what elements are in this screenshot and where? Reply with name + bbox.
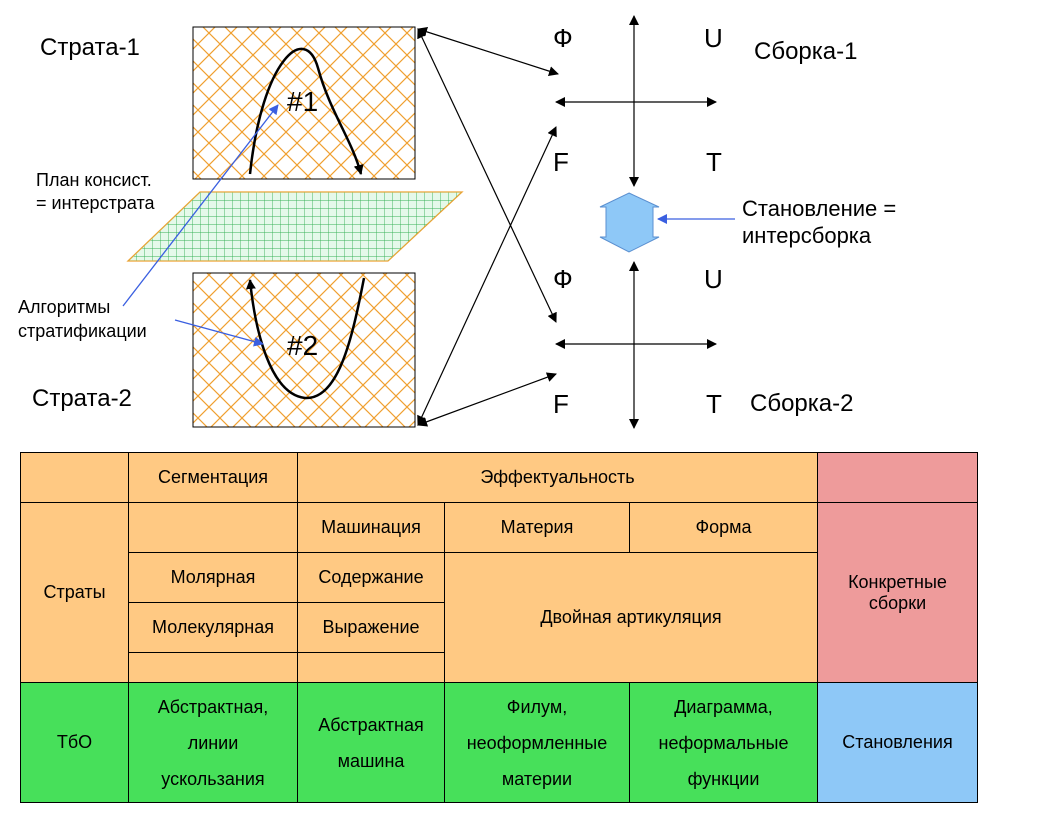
cell-pink-top: [817, 452, 978, 503]
becoming-arrow-icon: [599, 192, 660, 253]
cell-abstract-lines: Абстрактная, линии ускользания: [128, 682, 298, 803]
strata-2-label: Страта-2: [32, 385, 132, 412]
upper-phi: Ф: [553, 23, 573, 53]
algo-label-line2: стратификации: [18, 321, 147, 341]
curve-strata-1: [248, 47, 364, 175]
upper-u: U: [704, 23, 723, 53]
algo-pointer-1: [122, 104, 279, 307]
cell-machination: Машинация: [297, 502, 445, 553]
cell-empty-bottom-seg: [128, 652, 298, 683]
cell-becomings: Становления: [817, 682, 978, 803]
cell-concrete-assemblies: Конкретные сборки: [817, 502, 978, 683]
lower-phi: Ф: [553, 264, 573, 294]
cell-matter: Материя: [444, 502, 630, 553]
cell-double-articulation: Двойная артикуляция: [444, 552, 818, 683]
upper-t: T: [706, 147, 722, 177]
strata-1-label: Страта-1: [40, 34, 140, 61]
link-s1-a1: [417, 26, 559, 77]
cell-empty-seg: [128, 502, 298, 553]
lower-t: T: [706, 389, 722, 419]
cell-content: Содержание: [297, 552, 445, 603]
cell-empty-corner: [20, 452, 129, 503]
strata-1-box: [192, 26, 416, 180]
concept-table: Сегментация Эффектуальность Страты Машин…: [20, 452, 978, 803]
strata-2-box: [192, 272, 416, 428]
algo-pointer-2: [174, 319, 264, 347]
row-label-tbo: ТбО: [20, 682, 129, 803]
cell-empty-bottom-mach: [297, 652, 445, 683]
cell-diagram: Диаграмма, неформальные функции: [629, 682, 818, 803]
curve-strata-2: [245, 277, 366, 400]
mark-1: #1: [287, 86, 319, 117]
cell-molar: Молярная: [128, 552, 298, 603]
cell-form: Форма: [629, 502, 818, 553]
becoming-label-line2: интерсборка: [742, 223, 872, 248]
cell-phylum: Филум, неоформленные материи: [444, 682, 630, 803]
plan-of-consistency: [126, 191, 464, 262]
assembly-2-label: Сборка-2: [750, 390, 854, 417]
row-label-strata: Страты: [20, 502, 129, 683]
link-s2-a1: [417, 126, 557, 426]
algo-label-line1: Алгоритмы: [18, 297, 111, 317]
header-segmentation: Сегментация: [128, 452, 298, 503]
cell-expression: Выражение: [297, 602, 445, 653]
lower-u: U: [704, 264, 723, 294]
link-s2-a2: [417, 372, 557, 427]
link-s1-a2: [417, 28, 557, 323]
header-effectuality: Эффектуальность: [297, 452, 818, 503]
plan-label-line2: = интерстрата: [36, 193, 155, 213]
becoming-label-line1: Становление =: [742, 196, 897, 221]
assembly-1-label: Сборка-1: [754, 38, 858, 65]
upper-f: F: [553, 147, 569, 177]
lower-f: F: [553, 389, 569, 419]
cell-molecular: Молекулярная: [128, 602, 298, 653]
plan-label-line1: План консист.: [36, 170, 152, 190]
cell-abstract-machine: Абстрактная машина: [297, 682, 445, 803]
strata-diagram: [122, 14, 735, 429]
mark-2: #2: [287, 330, 319, 361]
